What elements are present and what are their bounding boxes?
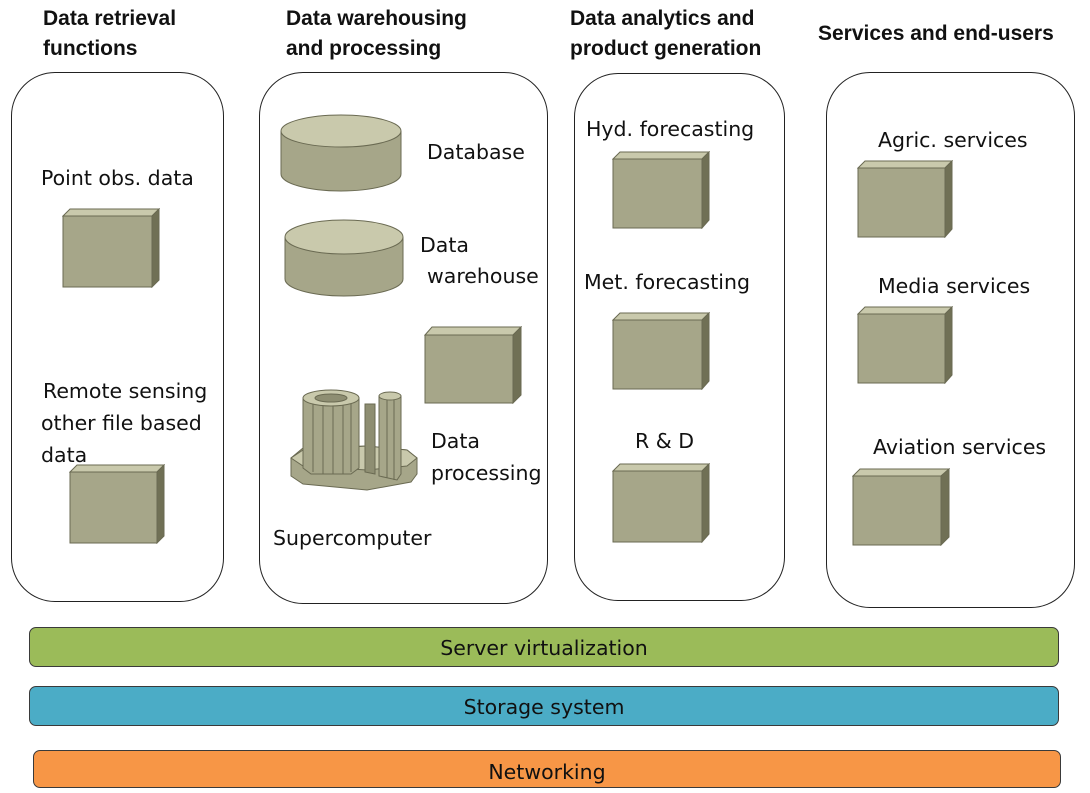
agric-services-label: Agric. services (878, 128, 1028, 152)
data-warehouse-label-line1: Data (420, 233, 469, 257)
analytics-header-line1: Data analytics and (570, 7, 755, 30)
point-obs-label: Point obs. data (41, 166, 194, 190)
remote-sensing-cube-icon (69, 464, 165, 544)
remote-sensing-label-line2: other file based (41, 411, 202, 435)
storage-system-bar: Storage system (29, 686, 1059, 726)
media-services-label: Media services (878, 274, 1031, 298)
data-processing-label-line2: processing (431, 461, 542, 485)
analytics-header-line2: product generation (570, 37, 762, 60)
warehousing-header-line2: and processing (286, 37, 442, 60)
aviation-services-cube-icon (852, 468, 950, 546)
hyd-forecasting-cube-icon (612, 151, 710, 229)
point-obs-cube-icon (62, 208, 160, 288)
database-label: Database (427, 140, 525, 164)
supercomputer-icon (290, 389, 418, 491)
r-and-d-cube-icon (612, 463, 710, 543)
storage-system-label: Storage system (463, 695, 625, 719)
r-and-d-label: R & D (635, 429, 695, 453)
warehousing-header-line1: Data warehousing (286, 7, 467, 30)
data-processing-cube-icon (424, 326, 522, 404)
networking-bar: Networking (33, 750, 1061, 788)
services-header: Services and end-users (818, 22, 1054, 45)
retrieval-header-line1: Data retrieval (43, 7, 177, 30)
hyd-forecasting-label: Hyd. forecasting (586, 117, 755, 141)
remote-sensing-label-line1: Remote sensing (43, 379, 208, 403)
data-warehouse-label-line2: warehouse (427, 264, 539, 288)
retrieval-header: Data retrieval functions (43, 4, 176, 64)
warehousing-header: Data warehousing and processing (286, 4, 467, 64)
supercomputer-label: Supercomputer (273, 526, 432, 550)
server-virtualization-label: Server virtualization (440, 636, 648, 660)
met-forecasting-cube-icon (612, 312, 710, 390)
networking-label: Networking (488, 760, 606, 784)
database-cylinder-icon (280, 114, 402, 192)
remote-sensing-label-line3: data (41, 443, 88, 467)
data-processing-label-line1: Data (431, 429, 480, 453)
media-services-cube-icon (857, 306, 953, 384)
data-warehouse-cylinder-icon (284, 219, 404, 297)
analytics-header: Data analytics and product generation (570, 4, 761, 64)
agric-services-cube-icon (857, 160, 953, 238)
met-forecasting-label: Met. forecasting (584, 270, 750, 294)
server-virtualization-bar: Server virtualization (29, 627, 1059, 667)
retrieval-header-line2: functions (43, 37, 138, 60)
aviation-services-label: Aviation services (873, 435, 1047, 459)
